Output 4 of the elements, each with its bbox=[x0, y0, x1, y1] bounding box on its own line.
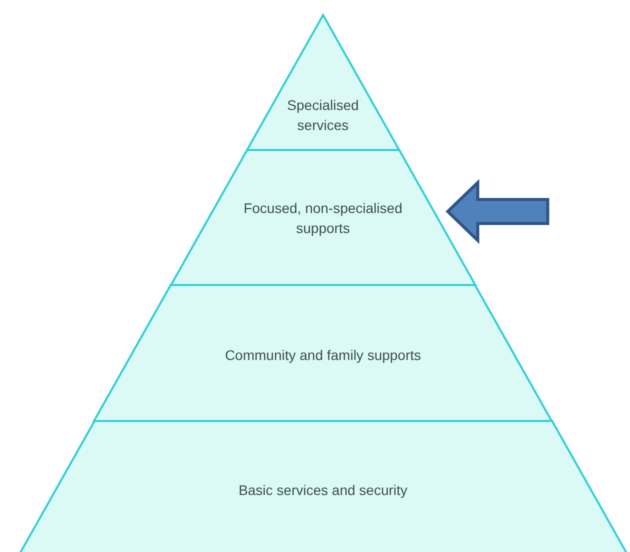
tier-label: Basic services and security bbox=[238, 481, 408, 500]
tier-label: Specialised services bbox=[286, 96, 360, 135]
tier-label: Community and family supports bbox=[224, 346, 422, 365]
tier-label: Focused, non-specialised supports bbox=[242, 198, 404, 238]
